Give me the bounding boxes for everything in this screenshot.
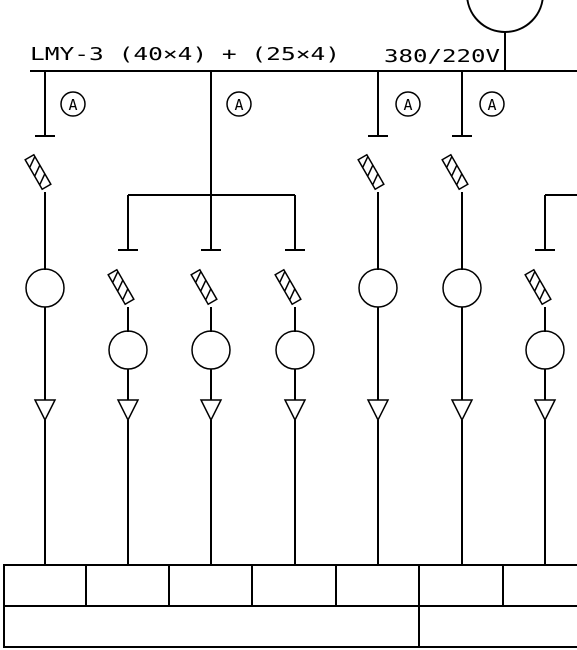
branch-b xyxy=(190,268,231,565)
ammeter-label: A xyxy=(487,96,496,114)
fuse-symbol xyxy=(524,268,552,306)
ammeter-label: A xyxy=(68,96,77,114)
ammeter-symbol: A xyxy=(395,91,421,117)
feeder-3: A xyxy=(357,71,421,565)
fuse-symbol xyxy=(357,153,385,191)
cable-termination-symbol xyxy=(283,399,307,422)
branch-a xyxy=(107,268,148,565)
cable-termination-symbol xyxy=(116,399,140,422)
cable-spec-label: LMY-3 (40×4) + (25×4) xyxy=(30,44,340,65)
schedule-table xyxy=(3,564,577,648)
cable-termination-symbol xyxy=(366,399,390,422)
meter-circle xyxy=(25,268,65,308)
branch-c xyxy=(274,268,315,565)
fuse-symbol xyxy=(24,153,52,191)
ammeter-symbol: A xyxy=(479,91,505,117)
ammeter-symbol: A xyxy=(226,91,252,117)
ammeter-label: A xyxy=(234,96,243,114)
meter-circle xyxy=(358,268,398,308)
fuse-symbol xyxy=(107,268,135,306)
fuse-symbol xyxy=(274,268,302,306)
fuse-symbol xyxy=(190,268,218,306)
meter-circle xyxy=(275,330,315,370)
feeder-2-group: A xyxy=(107,71,315,565)
cable-termination-symbol xyxy=(533,399,557,422)
meter-circle xyxy=(442,268,482,308)
cable-termination-symbol xyxy=(33,399,57,422)
cable-termination-symbol xyxy=(450,399,474,422)
ammeter-label: A xyxy=(403,96,412,114)
feeder-1: A xyxy=(24,71,86,565)
voltage-label: 380/220V xyxy=(384,46,500,67)
cable-termination-symbol xyxy=(199,399,223,422)
meter-circle xyxy=(108,330,148,370)
fuse-symbol xyxy=(441,153,469,191)
meter-circle xyxy=(191,330,231,370)
transformer-circle xyxy=(466,0,544,33)
ammeter-symbol: A xyxy=(60,91,86,117)
feeder-4: A xyxy=(441,71,505,565)
feeder-5-partial xyxy=(524,194,577,565)
meter-circle xyxy=(525,330,565,370)
